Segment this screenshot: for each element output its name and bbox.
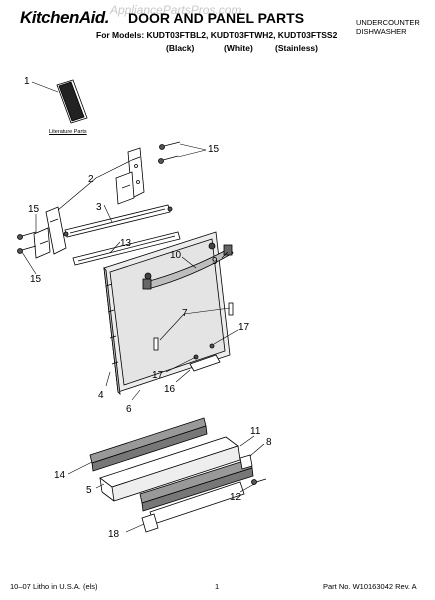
screw-12 <box>251 478 267 485</box>
spring-rods <box>63 204 181 266</box>
callout-15-top: 15 <box>208 144 220 155</box>
callout-3: 3 <box>96 202 102 213</box>
literature-booklet <box>56 79 88 124</box>
callout-9: 9 <box>212 256 218 267</box>
toe-kick-plate <box>141 481 245 533</box>
insulation-strip-front <box>89 417 208 472</box>
trim-piece <box>189 354 221 372</box>
callout-17-left: 17 <box>152 370 164 381</box>
callout-6: 6 <box>126 404 132 415</box>
leader-lines <box>21 81 265 533</box>
door-handle <box>142 244 234 290</box>
finish-stainless: (Stainless) <box>275 43 318 53</box>
footer-page-number: 1 <box>215 582 220 591</box>
brand-logo: KitchenAid. <box>20 8 109 27</box>
hinge-bracket-left <box>33 206 67 259</box>
callout-11: 11 <box>250 426 261 437</box>
appliance-type: UNDERCOUNTER DISHWASHER <box>356 18 420 36</box>
finish-black: (Black) <box>166 43 195 53</box>
appliance-line-1: UNDERCOUNTER <box>356 18 420 27</box>
footer-part-number: Part No. W10163042 Rev. A <box>323 582 417 591</box>
callout-2: 2 <box>88 174 94 185</box>
footer-litho: 10–07 Litho in U.S.A. (els) <box>10 582 98 591</box>
callout-7: 7 <box>182 308 188 319</box>
screws-15 <box>17 141 181 254</box>
callout-16: 16 <box>164 384 176 395</box>
callout-15-bottom: 15 <box>30 274 42 285</box>
callout-12: 12 <box>230 492 242 503</box>
callout-17-right: 17 <box>238 322 250 333</box>
end-bracket <box>239 454 253 470</box>
callout-1: 1 <box>24 76 30 87</box>
appliance-line-2: DISHWASHER <box>356 27 407 36</box>
callout-5: 5 <box>86 485 92 496</box>
fasteners <box>144 242 234 360</box>
callout-8: 8 <box>266 437 272 448</box>
watermark: AppliancePartsPros.com <box>110 3 242 17</box>
callout-18: 18 <box>108 529 120 540</box>
callout-15-left: 15 <box>28 204 40 215</box>
model-list: For Models: KUDT03FTBL2, KUDT03FTWH2, KU… <box>96 30 338 40</box>
callout-13: 13 <box>120 238 132 249</box>
inner-door-panel <box>103 231 231 396</box>
callout-4: 4 <box>98 390 104 401</box>
finish-white: (White) <box>224 43 253 53</box>
literature-parts-label: Literature Parts <box>49 129 87 135</box>
callout-14: 14 <box>54 470 66 481</box>
callout-10: 10 <box>170 250 182 261</box>
hinge-bracket-right <box>115 147 145 205</box>
insulation-strip-rear <box>139 458 254 512</box>
page-title: DOOR AND PANEL PARTS <box>128 10 305 26</box>
